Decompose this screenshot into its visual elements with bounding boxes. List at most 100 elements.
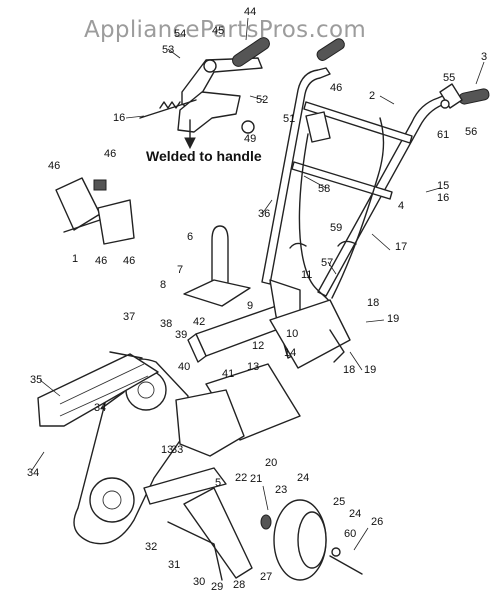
nut-49 [241,120,255,134]
callout-53: 53 [162,44,174,56]
bracket-knob [93,179,107,191]
callout-21: 21 [250,473,262,485]
belt-pulley-bottom-hub [102,490,122,510]
callout-18b: 18 [343,364,355,376]
tine-shield-ribs [59,363,149,417]
callout-42: 42 [193,316,205,328]
callout-5: 5 [215,477,221,489]
callout-35: 35 [30,374,42,386]
callout-15: 15 [437,180,449,192]
wheel-bearing [260,514,272,530]
right-grip [458,88,490,105]
wheel-hub [297,511,327,569]
height-adjust-rod [211,225,229,283]
callout-24b: 24 [349,508,361,520]
callout-37: 37 [123,311,135,323]
watermark-text: AppliancePartsPros.com [84,17,366,43]
callout-49: 49 [244,133,256,145]
callout-16a: 16 [113,112,125,124]
callout-29: 29 [211,581,223,593]
tube-end [187,333,207,363]
callout-22: 22 [235,472,247,484]
wheel-axle-bolt [329,555,363,575]
callout-19a: 19 [387,313,399,325]
callout-31: 31 [168,559,180,571]
cable-hook-right [337,240,357,247]
callout-33: 33 [171,444,183,456]
throttle-rod [139,99,197,119]
callout-34b: 34 [27,467,39,479]
drive-assembly [37,351,253,581]
callout-24a: 24 [297,472,309,484]
belt-pulley-bottom [89,477,135,523]
belt-pulley-top-hub [137,381,155,399]
callouts: 1 2 3 4 5 6 7 8 9 10 11 12 13 13 14 15 1… [27,6,487,593]
throttle-pivot [203,59,217,73]
callout-7: 7 [177,264,183,276]
throttle-grip [232,37,270,67]
callout-54: 54 [174,28,186,40]
callout-8: 8 [160,279,166,291]
left-grip [316,38,345,61]
control-plate [305,111,331,143]
callout-25: 25 [333,496,345,508]
side-plate-rear [269,299,351,369]
callout-46c: 46 [95,255,107,267]
callout-23: 23 [275,484,287,496]
callout-28: 28 [233,579,245,591]
throttle-detail: Welded to handle [139,37,270,164]
callout-13b: 13 [161,444,173,456]
callout-46a: 46 [48,160,60,172]
callout-52: 52 [256,94,268,106]
wheel-assembly [260,499,363,581]
upper-cross-brace [303,101,413,144]
leader-lines [31,17,485,551]
callout-17: 17 [395,241,407,253]
callout-9: 9 [247,300,253,312]
callout-11: 11 [301,269,312,281]
callout-16b: 16 [437,192,449,204]
callout-41: 41 [222,368,234,380]
left-handle-bar [261,67,331,285]
callout-46d: 46 [123,255,135,267]
seat-plate [183,279,251,307]
lower-cross-brace [291,161,393,200]
callout-1: 1 [72,253,78,265]
bracket-right [97,199,135,245]
gear-housing [175,389,245,457]
callout-12: 12 [252,340,264,352]
callout-32: 32 [145,541,157,553]
handle-assembly [261,38,490,303]
leader-bolt-34 [101,391,125,409]
depth-bar [143,467,227,505]
callout-18a: 18 [367,297,379,309]
welded-to-handle-note: Welded to handle [146,148,262,164]
callout-6: 6 [187,231,193,243]
callout-55: 55 [443,72,455,84]
throttle-bracket [177,91,241,133]
callout-19b: 19 [364,364,376,376]
callout-61: 61 [437,129,449,141]
callout-51: 51 [283,113,295,125]
callout-27: 27 [260,571,272,583]
linkage-rod [167,521,223,581]
side-link [329,329,345,363]
callout-59: 59 [330,222,342,234]
callout-3: 3 [481,51,487,63]
bail-pivot [440,99,450,109]
callout-10: 10 [286,328,298,340]
callout-46b: 46 [104,148,116,160]
bracket-rod [63,219,101,233]
callout-20: 20 [265,457,277,469]
callout-39: 39 [175,329,187,341]
throttle-spring [159,101,181,109]
leader-bolt-37 [109,351,143,359]
callout-36: 36 [258,208,270,220]
callout-26: 26 [371,516,383,528]
callout-14: 14 [284,347,296,359]
bracket-detail [55,177,135,245]
callout-4: 4 [398,200,404,212]
callout-38: 38 [160,318,172,330]
washer-24 [331,547,341,557]
